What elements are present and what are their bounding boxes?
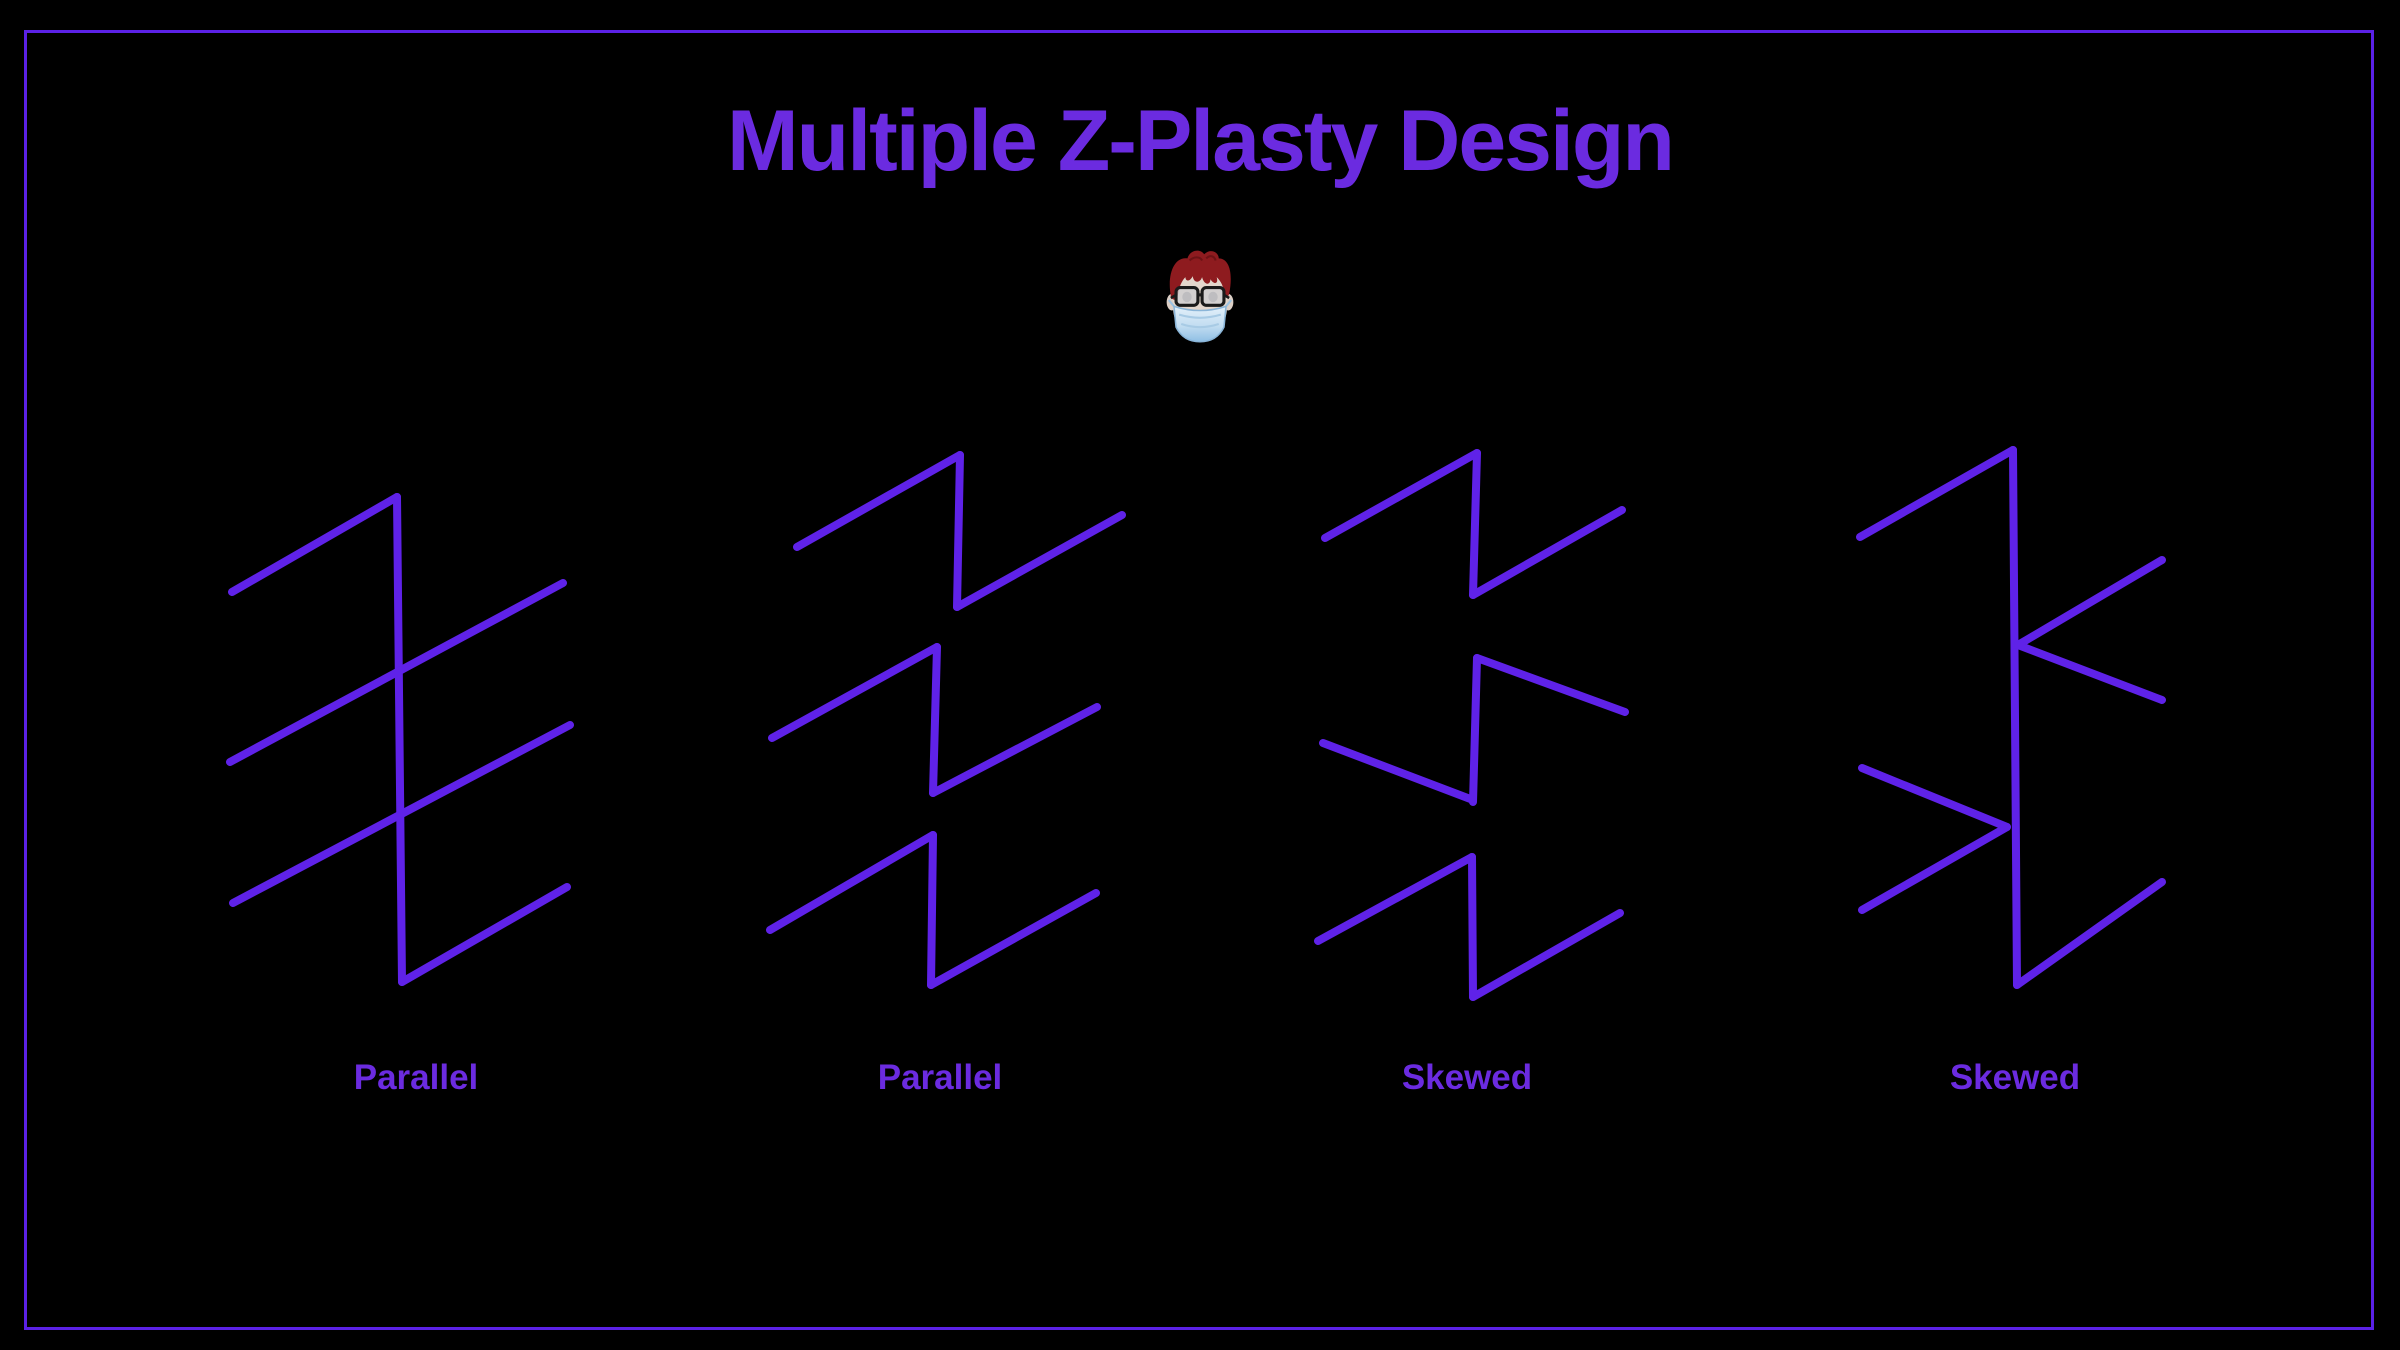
page-title: Multiple Z-Plasty Design (727, 93, 1675, 189)
multiple-z-plasty-skewed-1-limb (1473, 654, 1629, 716)
masked-face-emoji (1158, 248, 1242, 348)
multiple-z-plasty-skewed-1-limb (1469, 449, 1481, 599)
multiple-z-plasty-parallel-2-limb (929, 643, 941, 797)
multiple-z-plasty-skewed-2-limb (1858, 823, 2011, 914)
multiple-z-plasty-parallel-2-limb (768, 643, 941, 742)
figure-label-parallel-1: Parallel (353, 1058, 479, 1097)
multiple-z-plasty-skewed-2-limb (2013, 878, 2166, 989)
multiple-z-plasty-skewed-1-limb (1469, 506, 1626, 599)
figure-label-parallel-2: Parallel (877, 1058, 1003, 1097)
multiple-z-plasty-skewed-1-limb (1321, 449, 1481, 542)
multiple-z-plasty-parallel-2-limb (927, 831, 937, 989)
multiple-z-plasty-parallel-1-limb (398, 883, 571, 986)
multiple-z-plasty-skewed-1-limb (1314, 853, 1476, 945)
multiple-z-plasty-parallel-2-limb (927, 889, 1100, 989)
multiple-z-plasty-parallel-1-limb (393, 493, 406, 986)
border-frame (24, 30, 2374, 1330)
multiple-z-plasty-skewed-2-limb (1858, 764, 2011, 831)
figure-label-skewed-2: Skewed (1949, 1058, 2081, 1097)
multiple-z-plasty-parallel-1-limb (228, 493, 401, 596)
multiple-z-plasty-parallel-2-limb (793, 451, 964, 551)
multiple-z-plasty-skewed-1-limb (1469, 909, 1624, 1001)
masked-face-emoji-graphic (1166, 250, 1234, 343)
multiple-z-plasty-skewed-2-limb (1856, 446, 2017, 541)
multiple-z-plasty-parallel-2-limb (766, 831, 937, 934)
multiple-z-plasty-skewed-1-limb (1469, 654, 1481, 806)
multiple-z-plasty-skewed-1-limb (1319, 739, 1477, 804)
figure-label-skewed-1: Skewed (1401, 1058, 1533, 1097)
multiple-z-plasty-parallel-2-limb (929, 703, 1101, 797)
multiple-z-plasty-parallel-1-limb (229, 721, 574, 907)
multiple-z-plasty-skewed-2-limb (2014, 556, 2166, 649)
multiple-z-plasty-skewed-2-limb (2009, 446, 2021, 989)
multiple-z-plasty-skewed-1-limb (1468, 853, 1477, 1001)
multiple-z-plasty-parallel-2-limb (953, 511, 1126, 611)
multiple-z-plasty-skewed-2-limb (2014, 641, 2166, 704)
multiple-z-plasty-parallel-1-limb (226, 579, 567, 766)
multiple-z-plasty-parallel-2-limb (953, 451, 964, 611)
